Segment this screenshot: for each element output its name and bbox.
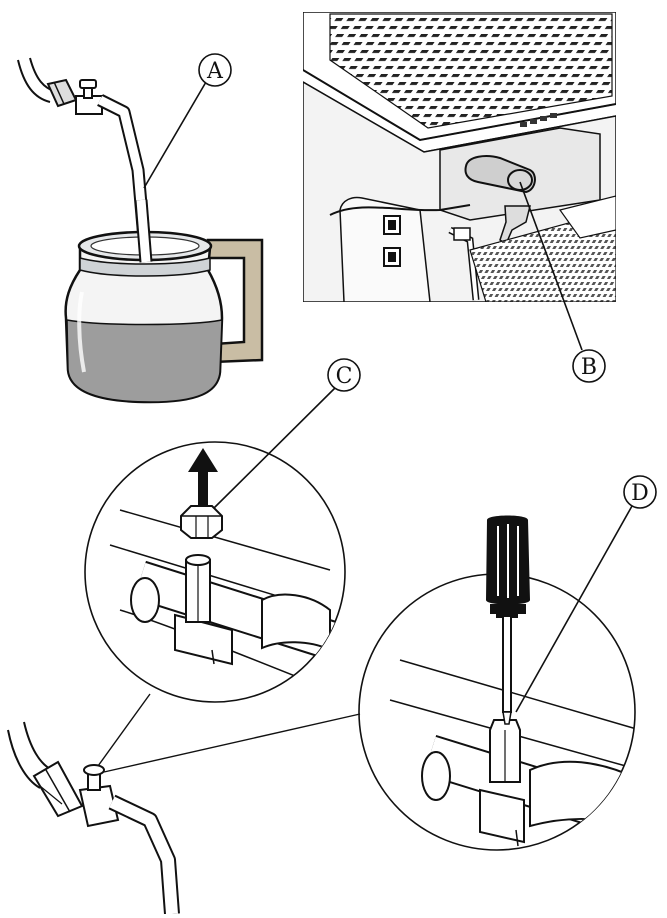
removed-nut (181, 506, 222, 538)
milk-jug (66, 232, 262, 402)
callout-c-label: C (336, 364, 353, 389)
callout-b-label: B (581, 355, 597, 380)
hose-nut (48, 80, 76, 106)
callout-a-label: A (206, 59, 224, 84)
panel-d-detail-circle: D (359, 476, 656, 850)
power-switch-2 (384, 248, 400, 266)
wand-valve (76, 80, 102, 114)
power-switch-1 (384, 216, 400, 234)
callout-d-label: D (631, 481, 649, 506)
bottom-pipe-joint (8, 694, 360, 914)
panel-a-jug-scene: A (18, 54, 262, 402)
panel-c-detail-circle: C (85, 359, 360, 702)
panel-b-machine-scene (303, 12, 616, 302)
